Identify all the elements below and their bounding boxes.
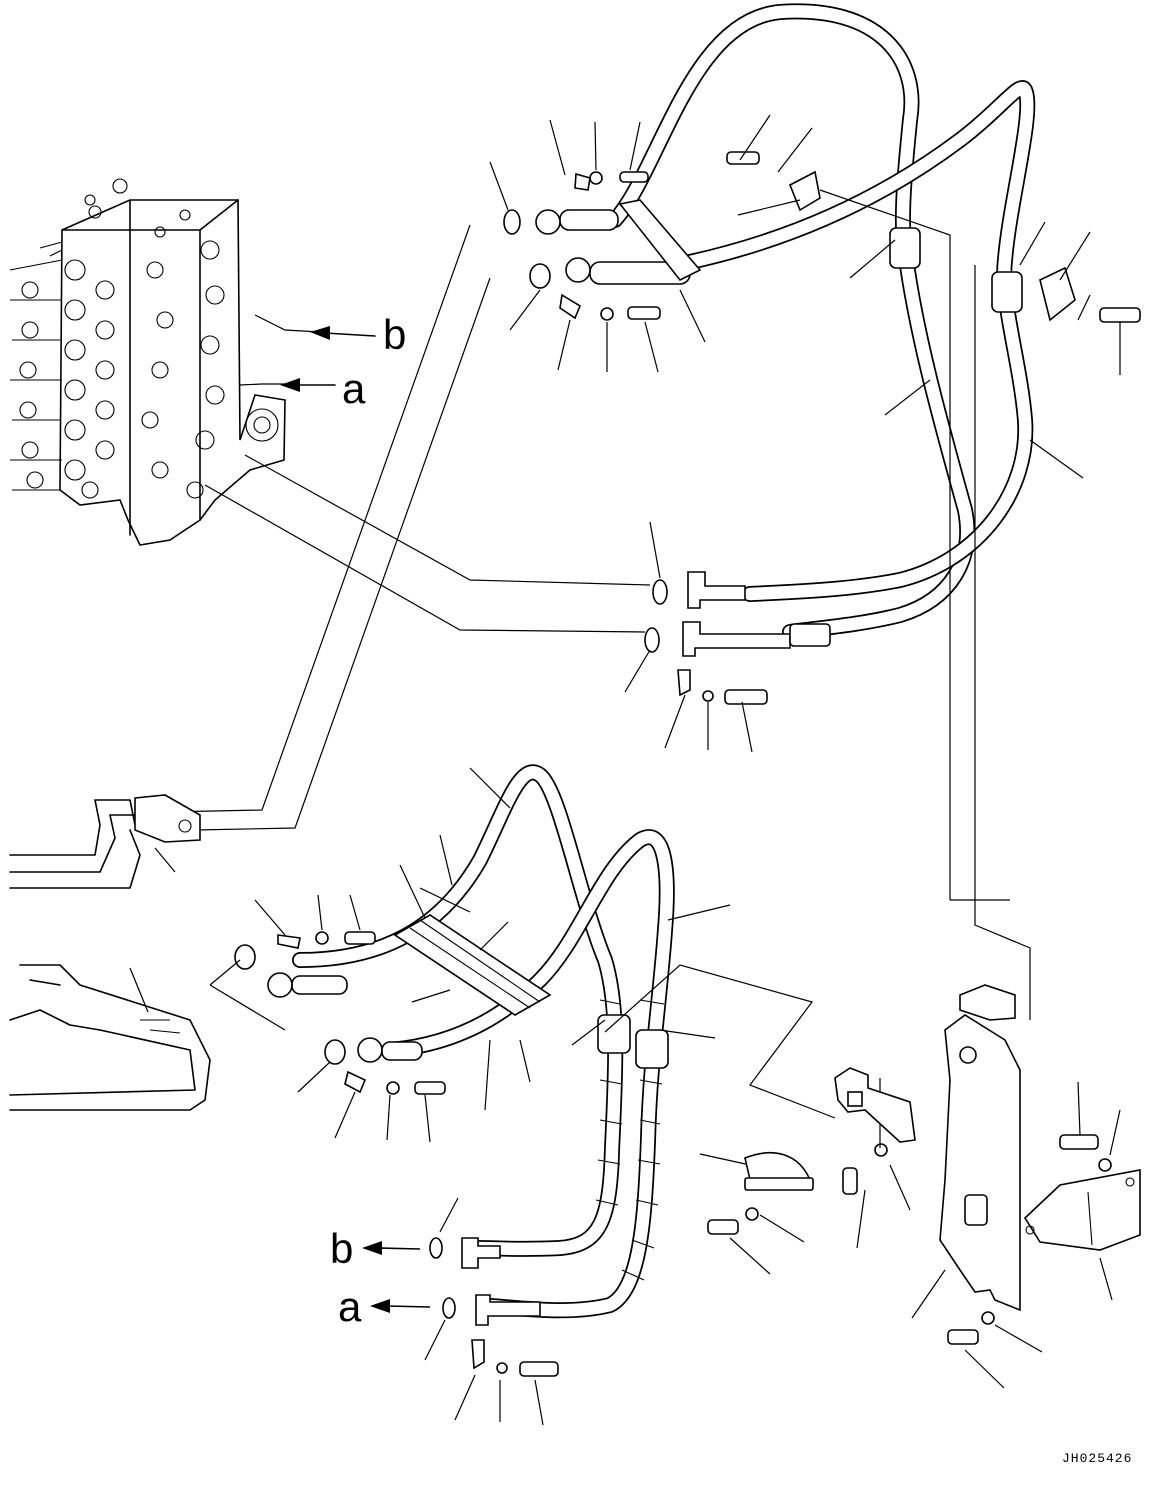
lower-fasteners [234,931,1112,1377]
upper-hose-assembly [535,3,1076,657]
arrow-to-b [324,332,376,337]
callout-a-bottom: a [338,1283,362,1330]
arrowhead-a [280,378,300,392]
support-brackets [834,984,1141,1312]
boom-outline [9,794,211,1111]
upper-fasteners [503,151,1141,705]
lower-hose-assembly [267,764,675,1326]
callout-b-top: b [383,311,407,358]
drawing-code: JH025426 [1062,1451,1133,1466]
control-valve-assembly [9,178,286,546]
callout-a-top: a [342,365,366,412]
arrowhead-b [310,326,330,340]
callout-b-bottom: b [330,1225,354,1272]
lower-leaders [209,767,1121,1426]
upper-leaders [489,114,1121,753]
